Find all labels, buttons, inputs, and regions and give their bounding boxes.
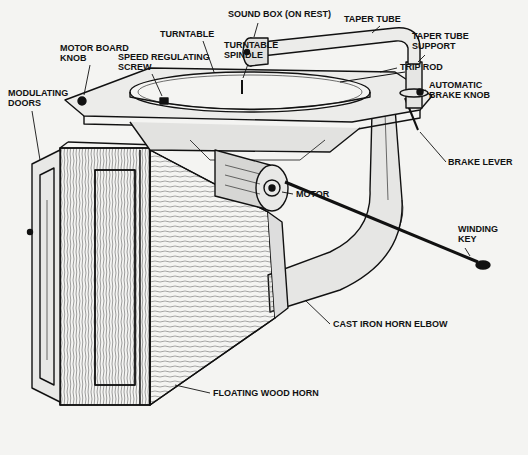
part-label: WINDING KEY (458, 224, 502, 244)
leader-lines (32, 23, 470, 393)
part-label: TURNTABLE SPINDLE (224, 40, 286, 60)
part-label: CAST IRON HORN ELBOW (333, 319, 448, 329)
spindle (241, 80, 243, 94)
winding-key (285, 182, 478, 262)
part-label: SOUND BOX (ON REST) (228, 9, 331, 19)
board-knob (78, 97, 86, 105)
modulating-door (32, 150, 60, 402)
taper-tube (262, 28, 420, 64)
part-label: MOTOR (296, 189, 329, 199)
turntable (130, 72, 370, 112)
part-label: BRAKE LEVER (448, 157, 513, 167)
horn-front (60, 148, 150, 405)
trip-rod (340, 72, 405, 82)
part-label: TURNTABLE (160, 29, 214, 39)
part-label: FLOATING WOOD HORN (213, 388, 319, 398)
part-label: TRIP ROD (400, 62, 443, 72)
part-label: SPEED REGULATING SCREW (118, 52, 218, 72)
part-label: TAPER TUBE SUPPORT (412, 31, 486, 51)
motor-board (65, 68, 432, 122)
part-label: TAPER TUBE (344, 14, 401, 24)
brake-knob (417, 89, 423, 95)
part-label: AUTOMATIC BRAKE KNOB (429, 80, 513, 100)
bracket (130, 122, 360, 152)
part-label: MODULATING DOORS (8, 88, 74, 108)
